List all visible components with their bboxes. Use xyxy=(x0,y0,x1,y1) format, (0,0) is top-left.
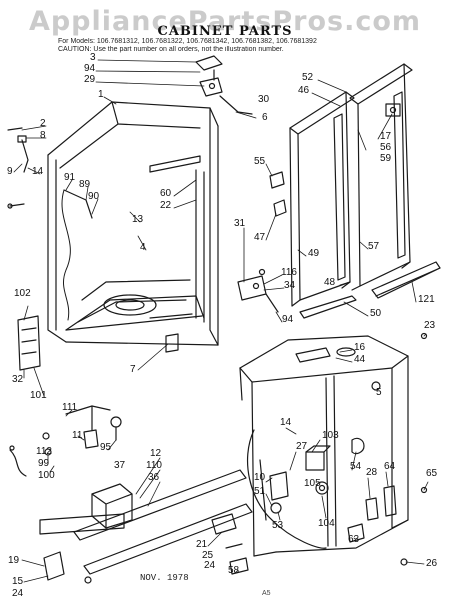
callout-number: 104 xyxy=(318,518,335,529)
callout-number: 112 xyxy=(36,446,52,457)
callout-number: 8 xyxy=(40,130,46,141)
callout-number: 27 xyxy=(296,441,308,452)
leader-lines xyxy=(13,59,429,583)
callout-number: 54 xyxy=(350,461,362,472)
callout-number: 16 xyxy=(354,342,366,353)
callout-number: 28 xyxy=(366,467,378,478)
callout-number: 12 xyxy=(150,448,162,459)
callout-number: 63 xyxy=(348,534,360,545)
callout-number: 49 xyxy=(308,248,320,259)
door-trim-set xyxy=(237,63,441,319)
callout-number: 22 xyxy=(160,200,172,211)
callout-number: 116 xyxy=(281,267,297,278)
callout-number: 55 xyxy=(254,156,266,167)
callout-number: 11 xyxy=(72,430,83,441)
callout-number: 30 xyxy=(258,94,270,105)
callout-number: 37 xyxy=(114,460,126,471)
callout-number: 3 xyxy=(90,52,96,63)
callout-number: 26 xyxy=(426,558,438,569)
callout-number: 5 xyxy=(376,387,382,398)
callout-number: 23 xyxy=(424,320,436,331)
callout-number: 25 xyxy=(202,550,214,561)
callout-number: 9 xyxy=(7,166,13,177)
callout-number: 90 xyxy=(88,191,100,202)
callout-number: 53 xyxy=(272,520,284,531)
callout-number: 29 xyxy=(84,74,96,85)
callout-number: 94 xyxy=(84,63,96,74)
callout-number: 1 xyxy=(98,89,104,100)
callout-number: 111 xyxy=(62,402,78,413)
callout-number: 99 xyxy=(38,458,50,469)
callout-number: 60 xyxy=(160,188,172,199)
callout-number: 95 xyxy=(100,442,112,453)
callout-number: 14 xyxy=(280,417,292,428)
callout-number: 34 xyxy=(284,280,296,291)
callout-number: 57 xyxy=(368,241,380,252)
callout-number: 102 xyxy=(14,288,31,299)
callout-number: 14 xyxy=(32,166,44,177)
callout-number: 17 xyxy=(380,131,392,142)
callout-number: 32 xyxy=(12,374,24,385)
callout-number: 110 xyxy=(146,460,162,471)
callout-number: 7 xyxy=(130,364,136,375)
callout-number: 50 xyxy=(370,308,382,319)
callout-number: 4 xyxy=(140,242,146,253)
callout-number: 91 xyxy=(64,172,76,183)
base-components xyxy=(39,469,253,584)
callout-number: 24 xyxy=(12,588,24,599)
callout-number: 52 xyxy=(302,72,314,83)
callout-number: 6 xyxy=(262,112,268,123)
callout-number: 15 xyxy=(12,576,24,587)
callout-number: 51 xyxy=(254,486,266,497)
callout-number: 94 xyxy=(282,314,294,325)
watermark-text: AppliancePartsPros.com xyxy=(28,6,422,37)
callout-number: 56 xyxy=(380,142,392,153)
lower-left-hardware xyxy=(9,313,193,477)
caution-line: CAUTION: Use the part number on all orde… xyxy=(58,46,284,53)
callout-number: 100 xyxy=(38,470,55,481)
date-stamp: NOV. 1978 xyxy=(140,573,189,583)
page-number: A5 xyxy=(262,590,271,597)
top-hinge-assembly xyxy=(195,55,253,115)
callout-number: 24 xyxy=(204,560,216,571)
callout-number: 46 xyxy=(298,85,310,96)
cabinet-liner xyxy=(229,332,428,575)
callout-number: 101 xyxy=(30,390,47,401)
callout-number: 58 xyxy=(228,565,240,576)
callout-number: 65 xyxy=(426,468,438,479)
callout-number: 59 xyxy=(380,153,392,164)
diagram-title: CABINET PARTS xyxy=(157,24,293,39)
callout-number: 105 xyxy=(304,478,321,489)
model-numbers-line: For Models: 106.7681312, 106.7681322, 10… xyxy=(58,38,317,45)
callout-number: 103 xyxy=(322,430,339,441)
callout-number: 36 xyxy=(148,472,160,483)
callout-number: 64 xyxy=(384,461,396,472)
callout-number: 2 xyxy=(40,118,46,129)
callout-number: 13 xyxy=(132,214,144,225)
callout-number: 19 xyxy=(8,555,20,566)
callout-number: 21 xyxy=(196,539,208,550)
callout-number: 121 xyxy=(418,294,435,305)
left-fasteners xyxy=(7,127,29,209)
callout-number: 47 xyxy=(254,232,266,243)
callout-number: 10 xyxy=(254,472,266,483)
callout-number: 31 xyxy=(234,218,246,229)
callout-number: 44 xyxy=(354,354,366,365)
callout-number: 89 xyxy=(79,179,91,190)
callout-number: 48 xyxy=(324,277,336,288)
